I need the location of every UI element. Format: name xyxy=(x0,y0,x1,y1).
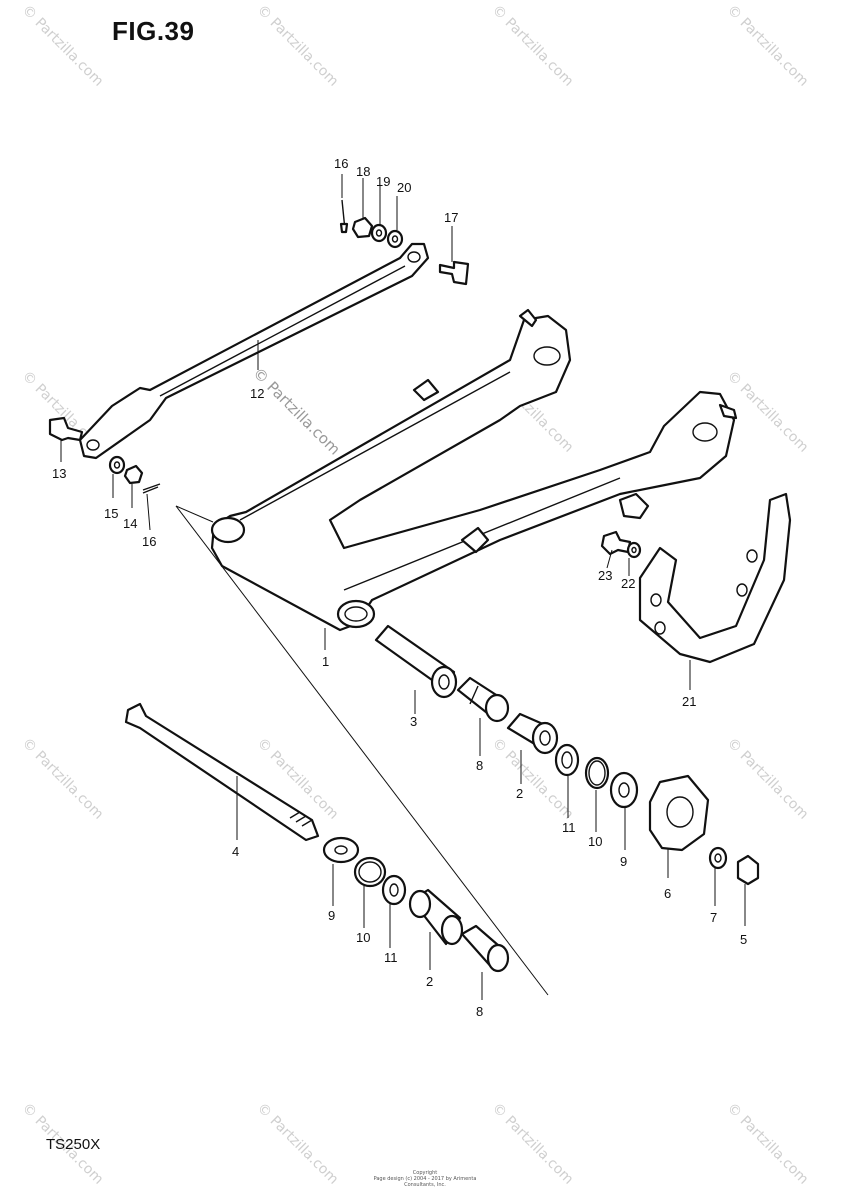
bearing-8-lower xyxy=(460,924,510,973)
callout-labels: 16 18 19 20 17 12 13 15 14 16 1 3 8 2 11… xyxy=(52,156,747,1019)
swing-arm xyxy=(210,308,738,632)
cotter-pin-16-bottom xyxy=(142,483,161,494)
callout: 21 xyxy=(682,694,696,709)
bushing-2-lower xyxy=(408,888,464,946)
callout: 5 xyxy=(740,932,747,947)
washer-9-lower xyxy=(322,836,360,864)
callout: 7 xyxy=(710,910,717,925)
callout: 14 xyxy=(123,516,137,531)
callout: 6 xyxy=(664,886,671,901)
nut-14 xyxy=(123,464,144,485)
washer-11-lower xyxy=(381,874,407,906)
callout: 9 xyxy=(620,854,627,869)
callout: 16 xyxy=(334,156,348,171)
washer-20 xyxy=(386,229,404,249)
washer-10-upper xyxy=(584,756,610,790)
callout: 4 xyxy=(232,844,239,859)
nut-5 xyxy=(736,854,760,886)
washer-19 xyxy=(370,223,388,243)
callout: 20 xyxy=(397,180,411,195)
copyright-line: Copyright xyxy=(412,1170,438,1176)
callout: 13 xyxy=(52,466,66,481)
callout: 2 xyxy=(426,974,433,989)
washer-15 xyxy=(108,455,126,475)
callout: 1 xyxy=(322,654,329,669)
callout: 19 xyxy=(376,174,390,189)
callout: 9 xyxy=(328,908,335,923)
washer-7 xyxy=(708,846,728,870)
torque-rod xyxy=(78,242,430,460)
callout: 12 xyxy=(250,386,264,401)
callout: 10 xyxy=(356,930,370,945)
washer-10-lower xyxy=(353,856,387,888)
copyright-notice: Copyright Page design (c) 2004 - 2017 by… xyxy=(370,1170,480,1188)
callout: 11 xyxy=(562,820,576,835)
cotter-pin-16-top xyxy=(339,199,349,234)
bolt-17 xyxy=(438,260,470,286)
callout: 16 xyxy=(142,534,156,549)
callout: 10 xyxy=(588,834,602,849)
bushing-3 xyxy=(374,624,458,699)
callout: 2 xyxy=(516,786,523,801)
adjuster-6 xyxy=(648,774,710,852)
callout: 23 xyxy=(598,568,612,583)
bearing-8-upper xyxy=(456,676,510,723)
washer-11-upper xyxy=(554,743,580,777)
chain-guard xyxy=(638,492,792,664)
callout: 8 xyxy=(476,1004,483,1019)
bushing-2-upper xyxy=(506,712,559,755)
leader-lines xyxy=(60,174,746,1000)
callout: 15 xyxy=(104,506,118,521)
callout: 18 xyxy=(356,164,370,179)
divider-line xyxy=(175,505,214,523)
divider-line xyxy=(175,505,549,996)
washer-22 xyxy=(626,541,642,559)
callout: 11 xyxy=(384,950,398,965)
callout: 8 xyxy=(476,758,483,773)
washer-9-upper xyxy=(609,771,639,809)
pivot-shaft xyxy=(124,702,320,842)
bolt-13 xyxy=(48,416,84,442)
bolt-23 xyxy=(600,530,632,556)
callout: 3 xyxy=(410,714,417,729)
nut-18 xyxy=(351,216,374,239)
copyright-line: Page design (c) 2004 - 2017 by Arimenta … xyxy=(373,1176,477,1188)
callout: 22 xyxy=(621,576,635,591)
model-code: TS250X xyxy=(46,1136,101,1153)
figure-title: FIG.39 xyxy=(112,16,195,46)
callout: 17 xyxy=(444,210,458,225)
